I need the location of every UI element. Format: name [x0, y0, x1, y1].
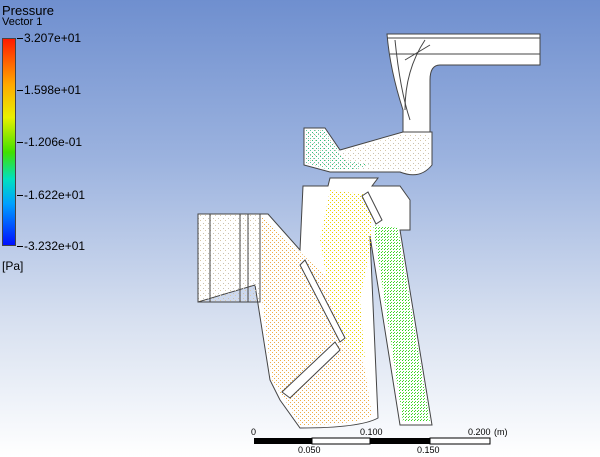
flow-region-green [373, 225, 430, 422]
legend-tick [17, 142, 23, 143]
scale-label-0.200: 0.200 [468, 427, 491, 437]
scale-label-0.050: 0.050 [298, 445, 321, 455]
legend-label-max: 3.207e+01 [24, 31, 82, 45]
flow-region-orange [262, 216, 372, 425]
legend-tick [17, 38, 23, 39]
legend-label-min: -3.232e+01 [24, 239, 86, 253]
baffles [281, 191, 383, 399]
scale-label-0: 0 [251, 427, 257, 437]
legend-label-mid: -1.206e-01 [24, 135, 83, 149]
upper-duct [386, 33, 541, 133]
flow-region-yellow [320, 190, 372, 360]
color-bar [2, 38, 16, 246]
legend-unit: [Pa] [2, 259, 24, 273]
legend-subtitle: Vector 1 [2, 16, 43, 28]
scale-label-0.150: 0.150 [417, 445, 440, 455]
inlet-box [197, 213, 261, 303]
legend-label-2: 1.598e+01 [24, 83, 82, 97]
scale-label-0.100: 0.100 [360, 427, 383, 437]
legend-label-4: -1.622e+01 [24, 188, 86, 202]
scale-unit: (m) [494, 427, 508, 437]
legend-title: Pressure [2, 3, 55, 18]
legend-tick [17, 246, 23, 247]
upper-chamber-flow-green [306, 130, 370, 170]
legend-tick [17, 90, 23, 91]
legend-tick [17, 195, 23, 196]
